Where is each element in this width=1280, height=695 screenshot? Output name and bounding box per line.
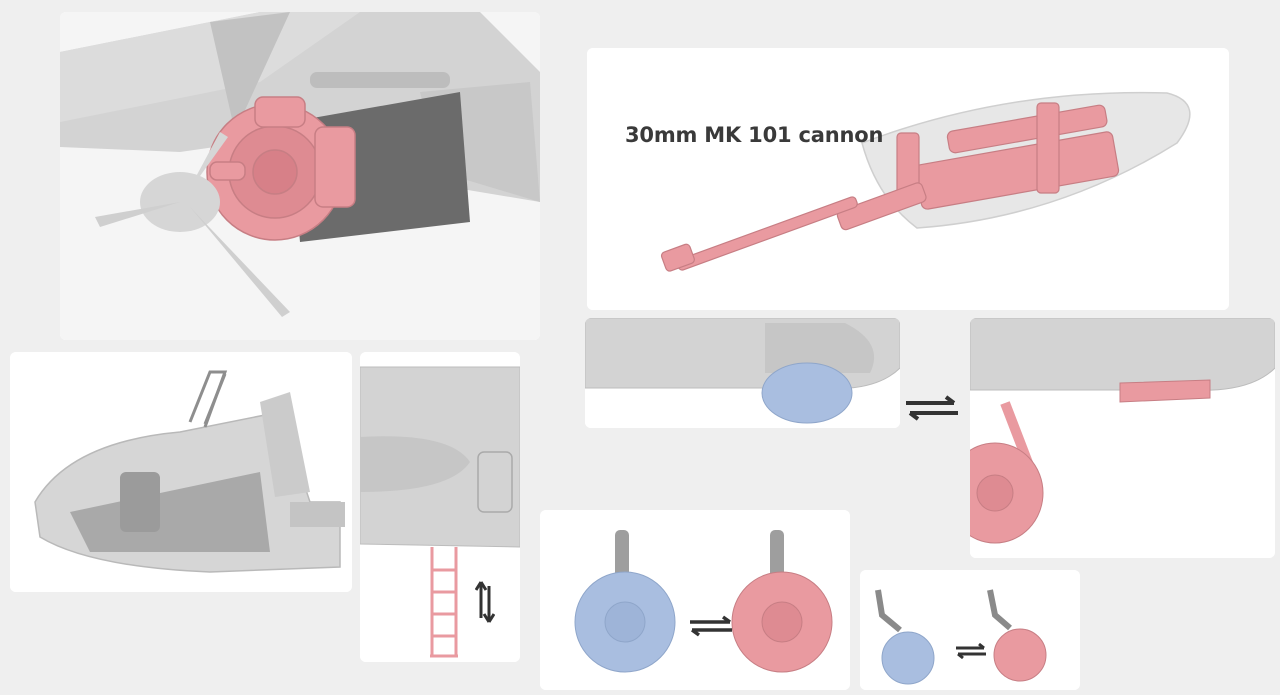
tail-wheel-illustration — [860, 570, 1080, 690]
cannon-caption: 30mm MK 101 cannon — [625, 123, 884, 147]
engine-illustration — [60, 12, 540, 340]
ladder-illustration — [360, 352, 520, 662]
gear-extended-panel — [970, 318, 1275, 558]
ladder-panel — [360, 352, 520, 662]
main-wheel-illustration — [540, 510, 850, 690]
swap-arrows-icon — [906, 395, 958, 421]
cannon-panel: 30mm MK 101 cannon — [587, 48, 1229, 310]
tail-wheel-panel — [860, 570, 1080, 690]
cockpit-illustration — [10, 352, 352, 592]
swap-arrows-icon — [690, 615, 732, 637]
vertical-swap-arrows-icon — [475, 581, 495, 623]
cannon-illustration — [587, 48, 1229, 310]
cockpit-panel — [10, 352, 352, 592]
engine-panel — [60, 12, 540, 340]
gear-retracted-panel — [585, 318, 900, 428]
gear-retracted-illustration — [585, 318, 900, 428]
gear-extended-illustration — [970, 318, 1275, 558]
main-wheel-panel — [540, 510, 850, 690]
swap-arrows-icon — [956, 642, 986, 660]
